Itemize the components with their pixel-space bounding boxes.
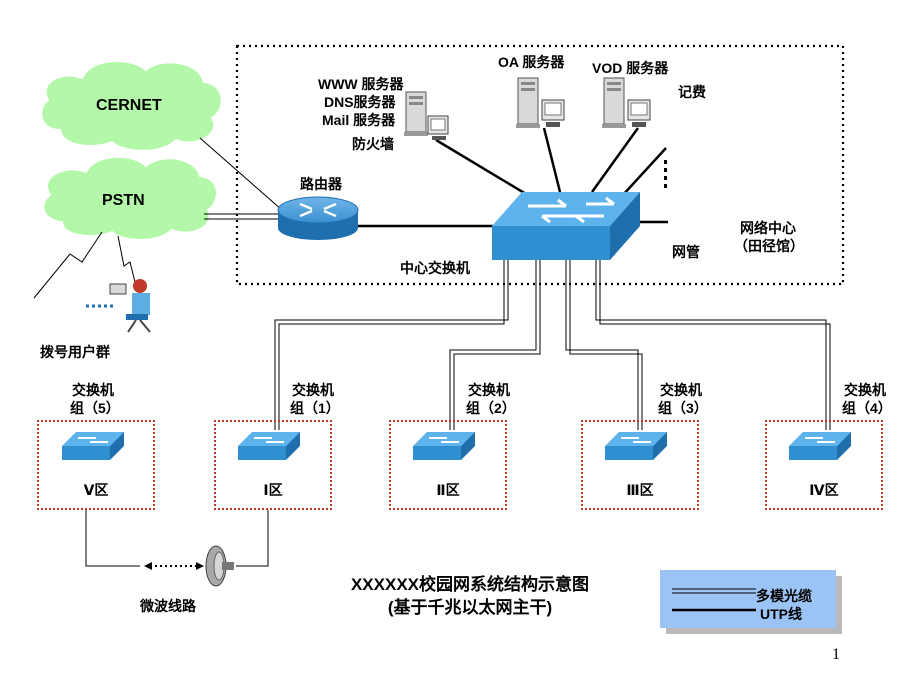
oa-server-label: OA 服务器 — [498, 54, 565, 70]
group-4-label: 交换机 — [844, 382, 886, 398]
cernet-router-link — [199, 137, 283, 211]
pstn-cloud — [42, 155, 218, 241]
vod-server-link — [590, 127, 640, 193]
access-switch-1-icon — [238, 432, 300, 460]
router-icon — [277, 196, 359, 240]
group-2-number: 组（2） — [466, 400, 516, 416]
fiber-links — [274, 260, 831, 430]
netmgmt-label: 网管 — [672, 244, 700, 260]
dns-server-label: DNS服务器 — [324, 94, 396, 110]
more-devices-dots — [664, 160, 667, 188]
diagram-title: XXXXXX校园网系统结构示意图 — [350, 575, 590, 594]
zone-5-label: Ⅴ区 — [83, 482, 109, 498]
zone1-microwave-link — [236, 510, 269, 567]
dialup-label: 拨号用户群 — [40, 344, 110, 360]
vod-server-label: VOD 服务器 — [592, 60, 669, 76]
zone-1-label: Ⅰ区 — [263, 482, 283, 498]
legend-fiber-label: 多模光缆 — [756, 588, 812, 604]
page-number: 1 — [832, 646, 840, 663]
billing-link — [621, 147, 667, 197]
group-2-label: 交换机 — [468, 382, 510, 398]
access-switch-5-icon — [62, 432, 124, 460]
billing-label: 记费 — [678, 84, 706, 100]
group-1-label: 交换机 — [292, 382, 334, 398]
www-server-label: WWW 服务器 — [318, 76, 404, 92]
zone-1-region: Ⅰ区 — [214, 420, 332, 510]
zone-2-label: Ⅱ区 — [436, 482, 460, 498]
group-5-number: 组（5） — [70, 400, 120, 416]
oa-server-icon — [516, 77, 565, 128]
pstn-label: PSTN — [102, 192, 145, 209]
dialup-user-icon — [86, 279, 151, 333]
legend-lines — [672, 588, 756, 612]
www-dns-mail-server-icon — [404, 91, 449, 140]
core-switch-label: 中心交换机 — [400, 260, 470, 276]
router-label: 路由器 — [300, 176, 342, 192]
access-switch-4-icon — [789, 432, 851, 460]
dialup-link-1 — [33, 231, 103, 299]
microwave-dish-icon — [205, 545, 234, 587]
oa-server-link — [542, 127, 562, 193]
vod-server-icon — [602, 77, 651, 128]
network-center-location: （田径馆） — [734, 238, 804, 254]
group-4-number: 组（4） — [842, 400, 892, 416]
group-3-label: 交换机 — [660, 382, 702, 398]
microwave-label: 微波线路 — [140, 598, 196, 614]
firewall-label: 防火墙 — [352, 136, 394, 152]
mail-server-label: Mail 服务器 — [322, 112, 396, 128]
www-server-link — [435, 138, 527, 196]
zone-3-label: Ⅲ区 — [626, 482, 654, 498]
zone-4-label: Ⅳ区 — [809, 482, 839, 498]
zone-5-region: Ⅴ区 — [37, 420, 155, 510]
cernet-label: CERNET — [96, 97, 162, 114]
access-switch-2-icon — [413, 432, 475, 460]
diagram-subtitle: (基于千兆以太网主干) — [387, 598, 553, 617]
legend: 多模光缆 UTP线 — [660, 570, 836, 628]
access-switch-3-icon — [605, 432, 667, 460]
group-3-number: 组（3） — [658, 400, 708, 416]
core-switch-icon — [492, 192, 640, 260]
zone-2-region: Ⅱ区 — [389, 420, 507, 510]
dialup-link-2 — [117, 235, 137, 287]
group-5-label: 交换机 — [72, 382, 114, 398]
zone-3-region: Ⅲ区 — [581, 420, 699, 510]
zone-4-region: Ⅳ区 — [765, 420, 883, 510]
zone5-microwave-link — [85, 508, 140, 567]
network-center-label: 网络中心 — [740, 220, 796, 236]
group-1-number: 组（1） — [290, 400, 340, 416]
legend-utp-label: UTP线 — [760, 606, 802, 622]
cernet-cloud — [40, 60, 223, 152]
